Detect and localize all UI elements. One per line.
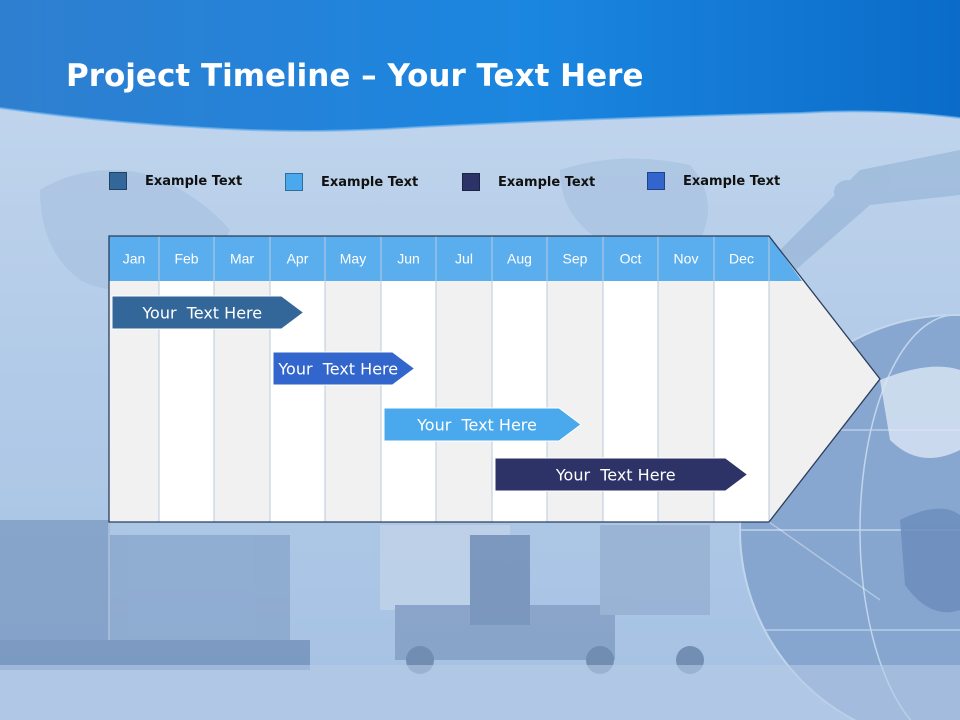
month-header-cell <box>325 236 381 281</box>
month-column <box>436 281 492 522</box>
legend-swatch <box>647 172 665 190</box>
page-title: Project Timeline – Your Text Here <box>66 58 643 94</box>
month-header-cell <box>714 236 769 281</box>
month-column <box>381 281 436 522</box>
task-arrow <box>111 295 305 330</box>
legend-item: Example Text <box>462 172 595 192</box>
month-header-cell <box>159 236 214 281</box>
legend-label: Example Text <box>145 173 243 189</box>
month-label: Oct <box>620 251 642 267</box>
timeline-reflection <box>108 521 881 640</box>
month-header-cell <box>109 236 159 281</box>
task-label: Your Text Here <box>555 466 676 485</box>
month-label: Nov <box>674 251 699 267</box>
month-label: Dec <box>729 251 754 267</box>
month-label: Mar <box>230 251 254 267</box>
month-label: Apr <box>287 251 309 267</box>
month-label: Sep <box>563 251 588 267</box>
legend-label: Example Text <box>321 174 419 190</box>
title-bold-part: Project Timeline <box>66 58 351 94</box>
month-label: Jul <box>455 251 473 267</box>
month-header-cell <box>214 236 270 281</box>
task-label: Your Text Here <box>416 416 537 435</box>
task-arrow <box>272 351 416 386</box>
month-label: Jan <box>123 251 146 267</box>
legend-item: Example Text <box>285 172 418 192</box>
month-header-cell <box>270 236 325 281</box>
legend-item: Example Text <box>647 171 780 191</box>
month-header-cell <box>603 236 658 281</box>
timeline-outline <box>108 235 881 523</box>
month-header-cell <box>492 236 547 281</box>
legend-label: Example Text <box>498 174 596 190</box>
task-label: Your Text Here <box>277 360 398 379</box>
legend-label: Example Text <box>683 173 781 189</box>
month-header-cell <box>381 236 436 281</box>
task-arrow <box>383 407 582 442</box>
task-label: Your Text Here <box>141 304 262 323</box>
legend-swatch <box>285 173 303 191</box>
month-label: Feb <box>174 251 198 267</box>
month-header-cell <box>547 236 603 281</box>
port-decoration <box>0 520 710 674</box>
timeline-arrow-head <box>769 236 880 522</box>
task-arrow <box>494 457 749 492</box>
month-header-cell <box>436 236 492 281</box>
month-label: May <box>340 251 366 267</box>
month-label: Jun <box>397 251 420 267</box>
legend-swatch <box>109 172 127 190</box>
month-column <box>325 281 381 522</box>
title-subtitle-part: – Your Text Here <box>350 58 644 94</box>
legend-swatch <box>462 173 480 191</box>
month-header-cell <box>658 236 714 281</box>
airplane-decoration <box>760 150 960 275</box>
month-label: Aug <box>507 251 532 267</box>
header-band <box>0 0 960 131</box>
legend-item: Example Text <box>109 171 242 191</box>
